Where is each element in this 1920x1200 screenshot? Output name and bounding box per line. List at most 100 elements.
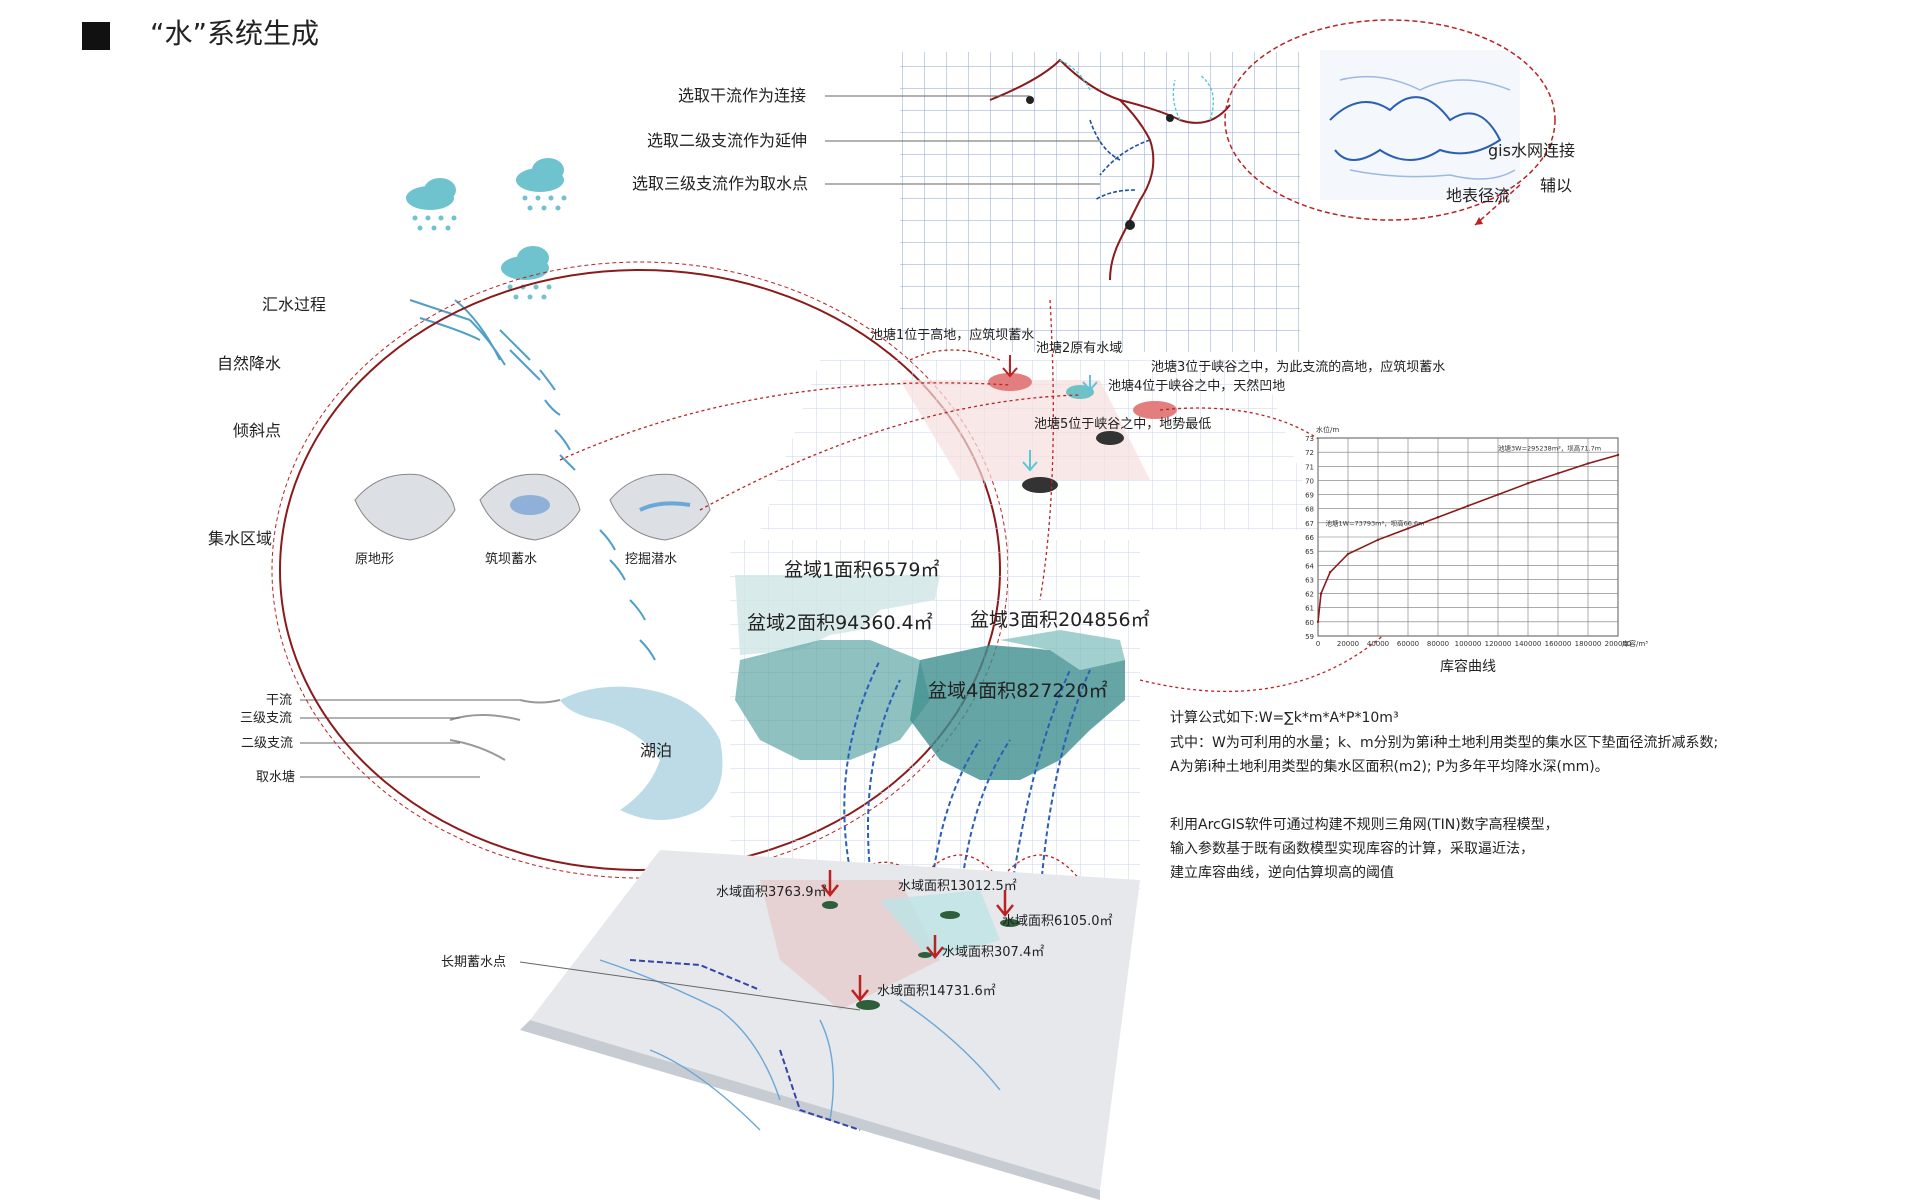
legend-tertiary: 三级支流 bbox=[240, 711, 293, 726]
chart-ytick-label: 63 bbox=[1305, 576, 1314, 584]
label-secondary-stream: 选取二级支流作为延伸 bbox=[647, 131, 808, 150]
chart-ytick-label: 66 bbox=[1305, 534, 1314, 542]
chart-point bbox=[1556, 472, 1560, 475]
chart-xtick-label: 180000 bbox=[1575, 640, 1602, 648]
chart-ytick-label: 67 bbox=[1305, 520, 1314, 528]
legend-leaders bbox=[300, 699, 520, 778]
legend-pond: 取水塘 bbox=[256, 770, 296, 785]
label-water-4: 水域面积307.4㎡ bbox=[942, 945, 1045, 960]
chart-xtick-label: 140000 bbox=[1515, 640, 1542, 648]
chart-point bbox=[1436, 516, 1440, 519]
gis-desc-1: 利用ArcGIS软件可通过构建不规则三角网(TIN)数字高程模型， bbox=[1170, 817, 1559, 833]
label-water-2: 水域面积13012.5㎡ bbox=[898, 879, 1017, 894]
chart-ytick-label: 70 bbox=[1305, 477, 1314, 485]
chart-ytick-label: 72 bbox=[1305, 449, 1314, 457]
gis-inset bbox=[1224, 19, 1556, 226]
title-marker bbox=[82, 22, 110, 50]
cloud-icon bbox=[406, 158, 564, 280]
legend-secondary: 二级支流 bbox=[241, 736, 294, 751]
chart-point bbox=[1406, 527, 1410, 530]
label-pond-1: 池塘1位于高地，应筑坝蓄水 bbox=[870, 328, 1035, 343]
chart-point bbox=[1346, 552, 1350, 556]
chart-xtick-label: 0 bbox=[1316, 640, 1320, 648]
runoff-waves bbox=[409, 299, 656, 661]
chart-ytick-label: 64 bbox=[1305, 562, 1314, 570]
label-terrain-dam: 筑坝蓄水 bbox=[485, 552, 538, 567]
label-tilt-point: 倾斜点 bbox=[233, 421, 282, 440]
chart-ytick-label: 62 bbox=[1305, 591, 1314, 599]
gis-desc-2: 输入参数基于既有函数模型实现库容的计算，采取逼近法， bbox=[1170, 841, 1534, 857]
chart-xtick-label: 120000 bbox=[1485, 640, 1512, 648]
chart-ytick-label: 68 bbox=[1305, 506, 1314, 514]
chart-point bbox=[1328, 571, 1332, 574]
chart-xtick-label: 60000 bbox=[1397, 640, 1419, 648]
formula-line-1: 计算公式如下:W=∑k*m*A*P*10m³ bbox=[1170, 710, 1399, 726]
page-title: “水”系统生成 bbox=[150, 17, 320, 50]
legend-main: 干流 bbox=[266, 693, 293, 708]
label-main-stream: 选取干流作为连接 bbox=[678, 86, 807, 105]
label-basin-4: 盆域4面积827220㎡ bbox=[928, 680, 1108, 702]
basin-grid bbox=[730, 540, 1140, 901]
chart-xtick-label: 100000 bbox=[1455, 640, 1482, 648]
chart-ylabel: 水位/m bbox=[1316, 425, 1339, 434]
chart-point bbox=[1376, 538, 1380, 542]
label-pond-4: 池塘4位于峡谷之中，天然凹地 bbox=[1108, 379, 1286, 394]
river-network bbox=[989, 58, 1231, 281]
chart-xtick-label: 20000 bbox=[1337, 640, 1359, 648]
chart-ytick-label: 61 bbox=[1305, 605, 1314, 613]
chart-point bbox=[1319, 592, 1323, 595]
label-water-1: 水域面积3763.9㎡ bbox=[716, 885, 827, 900]
top-grid-plane bbox=[900, 52, 1300, 352]
label-pond-5: 池塘5位于峡谷之中，地势最低 bbox=[1034, 417, 1212, 432]
chart-point bbox=[1496, 493, 1500, 496]
chart-ytick-label: 73 bbox=[1305, 435, 1314, 443]
label-terrain-original: 原地形 bbox=[355, 552, 395, 567]
chart-point bbox=[1466, 504, 1470, 508]
label-rainfall: 自然降水 bbox=[217, 354, 282, 373]
label-water-5: 水域面积14731.6㎡ bbox=[877, 984, 996, 999]
chart-xtick-label: 80000 bbox=[1427, 640, 1449, 648]
terrain-base bbox=[520, 850, 1140, 1200]
formula-line-2: 式中：W为可利用的水量；k、m分别为第i种土地利用类型的集水区下垫面径流折减系数… bbox=[1170, 735, 1719, 751]
label-tertiary-stream: 选取三级支流作为取水点 bbox=[632, 174, 809, 193]
label-basin-3: 盆域3面积204856㎡ bbox=[970, 609, 1150, 631]
label-basin-2: 盆域2面积94360.4㎡ bbox=[747, 612, 933, 634]
gis-desc-3: 建立库容曲线，逆向估算坝高的阈值 bbox=[1170, 865, 1394, 881]
label-gis-2: 辅以 bbox=[1540, 176, 1573, 195]
label-terrain-dig: 挖掘潜水 bbox=[625, 552, 678, 567]
chart-ytick-label: 65 bbox=[1305, 548, 1314, 556]
label-basin-1: 盆域1面积6579㎡ bbox=[784, 559, 940, 581]
terrain-models bbox=[354, 473, 711, 541]
pond-grid-plane bbox=[760, 355, 1320, 530]
chart-ytick-label: 60 bbox=[1305, 619, 1314, 627]
label-lake: 湖泊 bbox=[640, 741, 673, 760]
label-gis-3: 地表径流 bbox=[1446, 186, 1511, 205]
formula-line-3: A为第i种土地利用类型的集水区面积(m2); P为多年平均降水深(mm)。 bbox=[1170, 759, 1609, 775]
chart-point bbox=[1316, 620, 1320, 624]
chart-ytick-label: 69 bbox=[1305, 492, 1314, 500]
label-pond-2: 池塘2原有水域 bbox=[1036, 341, 1123, 356]
chart-xtick-label: 160000 bbox=[1545, 640, 1572, 648]
connection-arcs bbox=[559, 299, 1401, 891]
chart-point bbox=[1586, 462, 1590, 465]
chart-xtick-label: 40000 bbox=[1367, 640, 1389, 648]
label-water-3: 水域面积6105.0㎡ bbox=[1002, 914, 1113, 929]
label-catchment-area: 集水区域 bbox=[208, 529, 273, 548]
label-pond-3: 池塘3位于峡谷之中，为此支流的高地，应筑坝蓄水 bbox=[1151, 360, 1446, 375]
rain-drops bbox=[412, 195, 567, 300]
chart-annotation: 池塘1W=73793m³，坝高66.6m bbox=[1326, 519, 1425, 528]
chart-annotation: 池塘3W=295238m³，坝高71.7m bbox=[1498, 444, 1601, 453]
chart-ytick-label: 71 bbox=[1305, 463, 1314, 471]
leader-store bbox=[519, 961, 861, 1011]
legend-lake bbox=[449, 686, 723, 820]
chart-xlabel: 库容/m³ bbox=[1622, 639, 1648, 648]
label-gis: gis水网连接 bbox=[1488, 141, 1575, 160]
label-catchment-process: 汇水过程 bbox=[262, 295, 327, 314]
chart-title: 库容曲线 bbox=[1440, 658, 1496, 675]
label-long-term-storage: 长期蓄水点 bbox=[441, 955, 507, 970]
chart-xtick-label: 200000 bbox=[1605, 640, 1632, 648]
chart-point bbox=[1616, 453, 1620, 457]
chart-point bbox=[1526, 482, 1530, 485]
